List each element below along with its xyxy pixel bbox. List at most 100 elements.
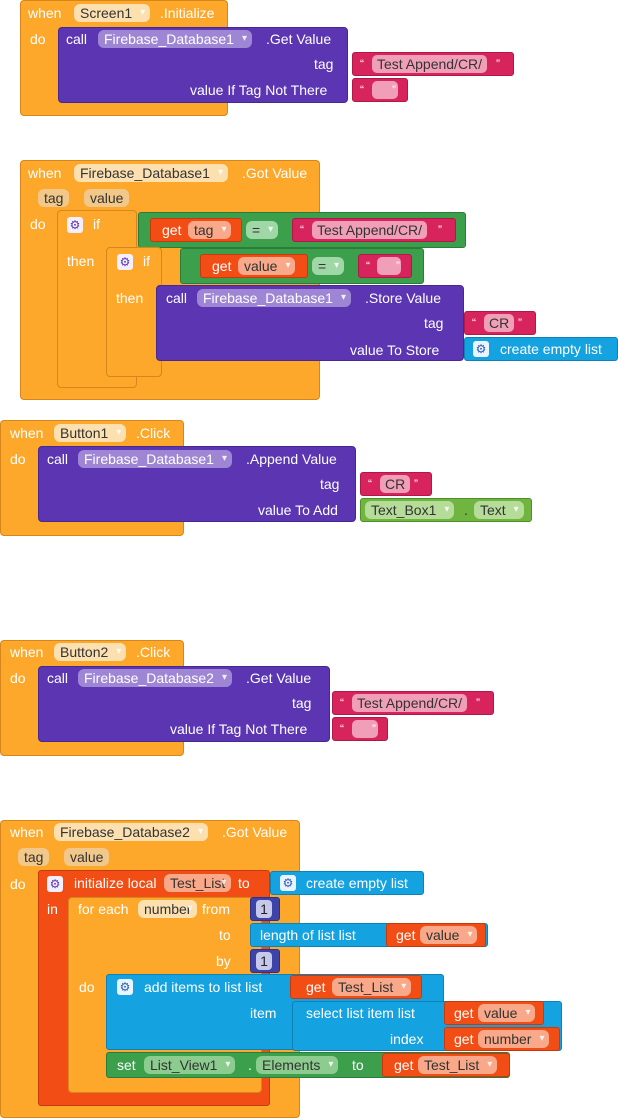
then-keyword: then [116,290,144,306]
property-dropdown[interactable]: Text [474,501,524,519]
close-quote-icon: ” [476,696,480,710]
param-value[interactable]: value [84,189,130,207]
variable-dropdown[interactable]: Test_List [418,1056,498,1074]
method-name: .Store Value [365,290,442,306]
get-keyword: get [162,222,182,238]
call-keyword: call [166,290,188,306]
gear-icon[interactable]: ⚙ [280,875,296,891]
close-quote-icon: ” [518,316,522,330]
tag-socket-label: tag [292,695,312,711]
text-value[interactable]: CR [484,314,515,332]
empty-text-value[interactable] [372,81,398,99]
database-dropdown[interactable]: Firebase_Database1 [78,450,232,468]
index-socket-label: index [390,1031,424,1047]
text-value[interactable]: Test Append/CR/ [312,221,428,239]
get-keyword: get [454,1031,474,1047]
to-keyword: to [238,875,250,891]
event-name: .Click [136,425,171,441]
create-empty-list-block[interactable] [464,337,618,361]
get-keyword: get [394,1057,414,1073]
open-quote-icon: “ [472,316,476,330]
nested-if-block[interactable] [106,247,162,377]
event-name: .Got Value [242,165,308,181]
to-keyword: to [219,927,231,943]
operator-dropdown[interactable]: = [246,221,279,239]
default-socket-label: value If Tag Not There [170,721,308,737]
do-keyword: do [10,876,26,892]
event-name: .Click [136,644,171,660]
number-value[interactable]: 1 [256,900,272,918]
local-name-field[interactable]: Test_List [164,874,232,892]
open-quote-icon: “ [300,223,304,237]
get-keyword: get [454,1005,474,1021]
to-keyword: to [352,1057,364,1073]
call-keyword: call [66,31,88,47]
property-dropdown[interactable]: Elements [256,1056,339,1074]
call-keyword: call [47,670,69,686]
select-keyword: select list item list [306,1005,415,1021]
textbox-dropdown[interactable]: Text_Box1 [365,501,455,519]
variable-dropdown[interactable]: tag [188,221,232,239]
method-name: .Get Value [266,31,332,47]
when-keyword: when [28,165,62,181]
gear-icon[interactable]: ⚙ [117,254,133,270]
text-value[interactable]: Test Append/CR/ [352,694,468,712]
component-dropdown[interactable]: Button1 [54,424,127,442]
component-dropdown[interactable]: Firebase_Database1 [74,164,228,182]
param-value[interactable]: value [64,848,110,866]
variable-dropdown[interactable]: value [420,926,478,944]
empty-text-value[interactable] [352,720,378,738]
loop-variable-field[interactable]: number [138,900,198,918]
variable-dropdown[interactable]: Test_List [332,978,412,996]
default-socket-label: value If Tag Not There [190,82,328,98]
component-dropdown[interactable]: Firebase_Database2 [54,823,208,841]
if-keyword: if [143,253,150,269]
text-value[interactable]: CR [380,475,411,493]
set-keyword: set [117,1057,136,1073]
param-tag[interactable]: tag [18,848,50,866]
do-keyword: do [30,216,46,232]
empty-text-value[interactable] [377,257,401,275]
get-keyword: get [396,927,416,943]
tag-socket-label: tag [424,315,444,331]
open-quote-icon: “ [340,696,344,710]
open-quote-icon: “ [368,477,372,491]
gear-icon[interactable]: ⚙ [67,217,83,233]
number-value[interactable]: 1 [256,952,272,970]
then-keyword: then [67,253,95,269]
database-dropdown[interactable]: Firebase_Database1 [197,289,351,307]
close-quote-icon: ” [372,722,376,736]
tag-socket-label: tag [314,56,334,72]
component-dropdown[interactable]: Button2 [54,643,127,661]
variable-dropdown[interactable]: value [478,1004,536,1022]
dot-separator: . [248,1057,252,1073]
add-socket-label: value To Add [258,502,338,518]
for-each-keyword: for each [78,901,129,917]
listview-dropdown[interactable]: List_View1 [144,1056,236,1074]
initialize-keyword: initialize local [74,875,157,891]
variable-dropdown[interactable]: value [238,257,296,275]
get-keyword: get [212,258,232,274]
text-value[interactable]: Test Append/CR/ [372,55,488,73]
method-name: .Get Value [246,670,312,686]
database-dropdown[interactable]: Firebase_Database1 [98,30,252,48]
gear-icon[interactable]: ⚙ [473,341,489,357]
length-keyword: length of list list [260,927,356,943]
component-dropdown[interactable]: Screen1 [74,4,151,22]
database-dropdown[interactable]: Firebase_Database2 [78,669,232,687]
open-quote-icon: “ [360,83,364,97]
operator-dropdown[interactable]: = [312,257,345,275]
gear-icon[interactable]: ⚙ [117,979,133,995]
when-keyword: when [10,644,44,660]
when-keyword: when [10,425,44,441]
close-quote-icon: ” [414,477,418,491]
variable-dropdown[interactable]: number [478,1030,550,1048]
call-keyword: call [47,451,69,467]
close-quote-icon: ” [438,223,442,237]
event-name: .Initialize [160,5,215,21]
if-keyword: if [93,216,100,232]
do-keyword: do [30,31,46,47]
param-tag[interactable]: tag [38,189,70,207]
when-keyword: when [10,824,44,840]
gear-icon[interactable]: ⚙ [47,876,63,892]
